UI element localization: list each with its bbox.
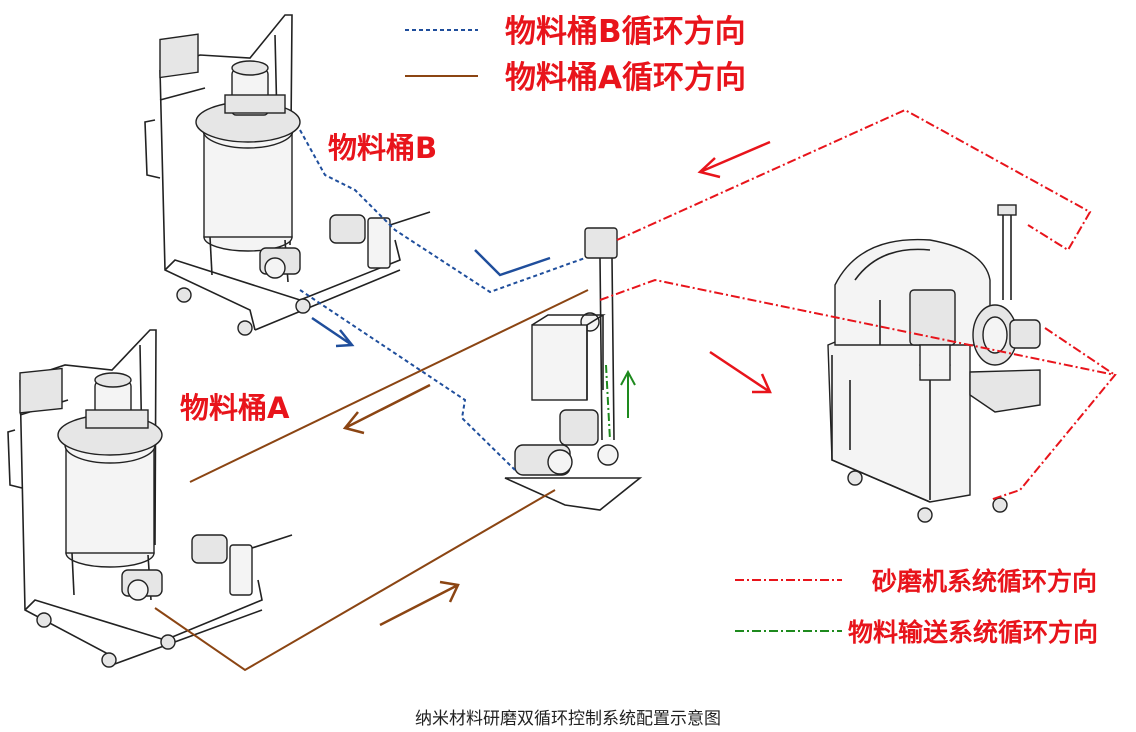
- legend-top: 物料桶B循环方向 物料桶A循环方向: [405, 14, 746, 96]
- arrow-tank-b-feed: [311, 316, 355, 348]
- legend-label-tank-a: 物料桶A循环方向: [505, 60, 746, 96]
- sand-mill-circulation: [599, 108, 1117, 501]
- tank-b-arrows: [311, 249, 551, 348]
- legend-label-feed: 物料输送系统循环方向: [848, 618, 1098, 647]
- arrow-mill-feed: [709, 350, 772, 394]
- legend-label-tank-b: 物料桶B循环方向: [505, 14, 746, 50]
- arrow-tank-a-feed: [379, 580, 460, 627]
- arrow-tank-a-return: [342, 383, 431, 435]
- legend-bottom: 砂磨机系统循环方向 物料输送系统循环方向: [735, 567, 1098, 647]
- diagram-caption: 纳米材料研磨双循环控制系统配置示意图: [415, 709, 721, 729]
- feed-circulation: [605, 364, 636, 441]
- tank-b-circulation: [299, 129, 586, 471]
- sand-mill-unit: [827, 204, 1041, 523]
- tank-a-circulation: [154, 289, 589, 672]
- control-station: [504, 227, 643, 511]
- tank-a-unit: [7, 329, 293, 668]
- arrow-tank-b-return: [474, 249, 551, 277]
- tank-a-label: 物料桶A: [180, 391, 290, 425]
- tank-b-label: 物料桶B: [328, 131, 437, 165]
- tank-b-unit: [144, 14, 431, 336]
- legend-label-sand-mill: 砂磨机系统循环方向: [872, 567, 1097, 596]
- arrow-mill-return: [697, 140, 771, 179]
- sand-mill-arrows: [697, 140, 772, 394]
- tank-a-arrows: [342, 383, 460, 627]
